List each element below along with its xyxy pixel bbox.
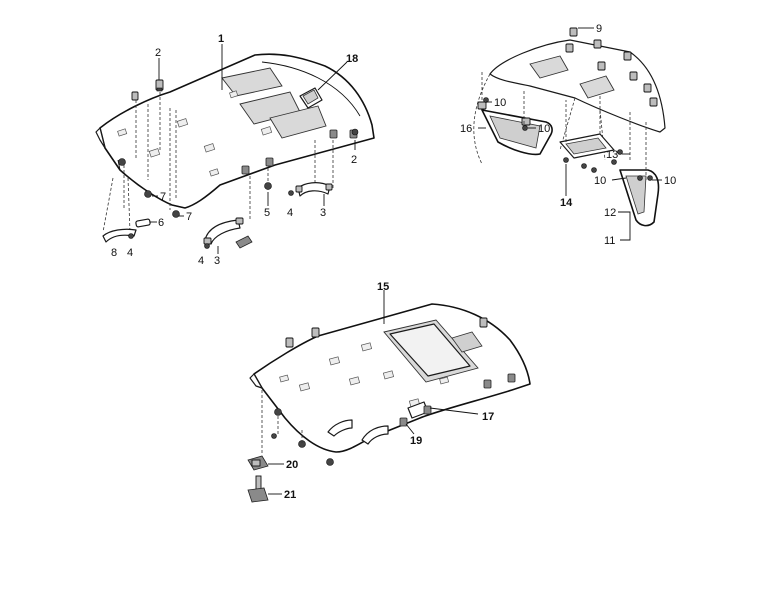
callout-4-lower: 4 [198, 255, 204, 267]
callout-7-lower: 7 [186, 211, 192, 223]
callout-15: 15 [377, 281, 389, 293]
callout-1: 1 [218, 33, 224, 45]
callout-21: 21 [284, 489, 296, 501]
callout-10-d: 10 [664, 175, 676, 187]
callout-10-b: 10 [538, 123, 550, 135]
callout-6: 6 [158, 217, 164, 229]
headliner-window-front [221, 67, 283, 97]
headliner-assembly-top-left: 1 2 2 18 7 7 6 8 4 3 4 5 4 3 [95, 33, 375, 267]
callout-4-left: 4 [127, 247, 133, 259]
retainer-21 [247, 475, 269, 503]
callout-10-c: 10 [594, 175, 606, 187]
callout-19: 19 [410, 435, 422, 447]
retainer-20 [247, 455, 269, 471]
callout-4-right: 4 [287, 207, 293, 219]
callout-18: 18 [346, 53, 358, 65]
callout-13: 13 [606, 149, 618, 161]
clip-2-top [155, 79, 164, 92]
callout-11: 11 [604, 235, 615, 247]
sun-visor-assembly-top-right: 9 10 10 16 13 14 10 10 12 11 [460, 23, 676, 247]
headliner-assembly-bottom: 15 17 19 20 21 [247, 281, 531, 503]
headliner-panel-15 [253, 303, 531, 453]
callout-2-top: 2 [155, 47, 161, 59]
callout-7-upper: 7 [160, 191, 166, 203]
headliner-window-rear [269, 105, 327, 139]
callout-12: 12 [604, 207, 616, 219]
callout-16: 16 [460, 123, 472, 135]
callout-2-right: 2 [351, 154, 357, 166]
callout-3-right: 3 [320, 207, 326, 219]
callout-3-lower: 3 [214, 255, 220, 267]
callout-20: 20 [286, 459, 298, 471]
callout-14: 14 [560, 197, 573, 209]
callout-9: 9 [596, 23, 602, 35]
callout-17: 17 [482, 411, 494, 423]
assist-grip-3-lower [203, 217, 244, 245]
callout-8: 8 [111, 247, 117, 259]
callout-10-a: 10 [494, 97, 506, 109]
assist-grip-3-right [295, 182, 333, 197]
callout-5: 5 [264, 207, 270, 219]
